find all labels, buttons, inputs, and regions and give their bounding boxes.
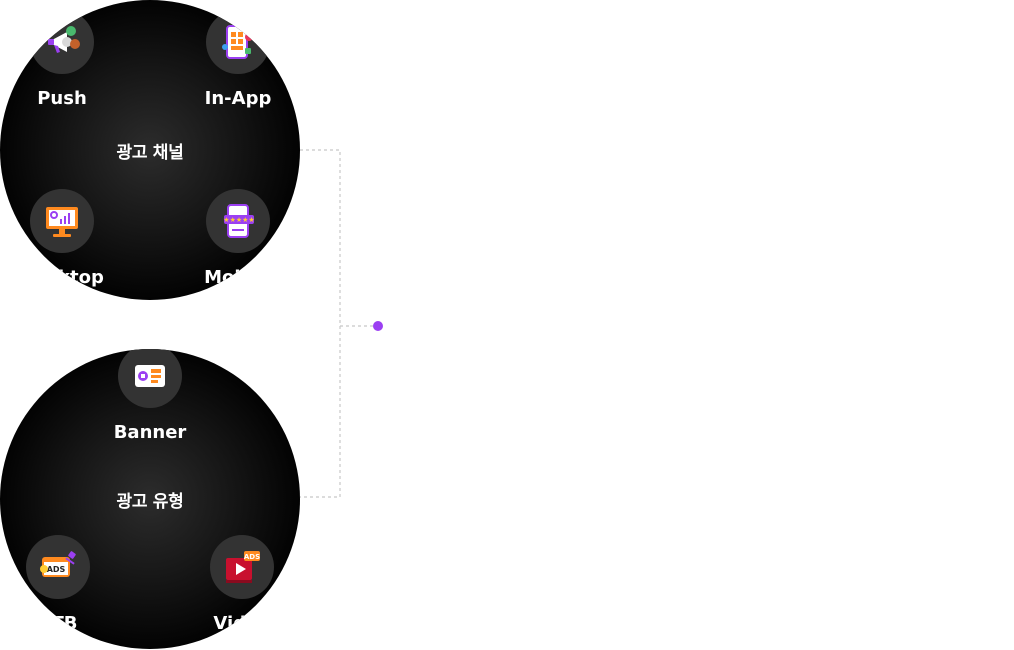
channel-push[interactable]: Push: [2, 10, 122, 109]
desktop-chart-icon: [30, 189, 94, 253]
type-label: Banner: [113, 422, 187, 443]
type-rtb[interactable]: ADS RTB: [0, 535, 118, 634]
channel-label: Desktop: [20, 267, 104, 288]
type-video[interactable]: ADS Video: [182, 535, 300, 634]
type-banner[interactable]: Banner: [90, 349, 210, 443]
type-label: RTB: [38, 613, 78, 634]
megaphone-icon: [30, 10, 94, 74]
banner-card-icon: [118, 349, 182, 408]
channel-label: In-App: [204, 88, 272, 109]
channel-mobile[interactable]: ★★★★★ Mobile: [178, 189, 298, 288]
bracket-connector: [300, 149, 341, 498]
type-label: Video: [213, 613, 271, 634]
junction-dot: [373, 321, 383, 331]
ad-channels-title: 광고 채널: [116, 143, 184, 163]
ad-types-circle: 광고 유형 Banner ADS RTB: [0, 349, 300, 649]
phone-app-icon: [206, 10, 270, 74]
ads-auction-icon: ADS: [26, 535, 90, 599]
ad-types-title: 광고 유형: [116, 492, 184, 512]
phone-rating-icon: ★★★★★: [206, 189, 270, 253]
channel-label: Push: [37, 88, 87, 109]
channel-in-app[interactable]: In-App: [178, 10, 298, 109]
video-ads-icon: ADS: [210, 535, 274, 599]
channel-desktop[interactable]: Desktop: [2, 189, 122, 288]
svg-text:★★★★★: ★★★★★: [223, 216, 254, 224]
ad-channels-circle: 광고 채널 Push: [0, 0, 300, 300]
channel-label: Mobile: [204, 267, 272, 288]
svg-text:ADS: ADS: [244, 553, 260, 561]
svg-text:ADS: ADS: [47, 565, 66, 574]
